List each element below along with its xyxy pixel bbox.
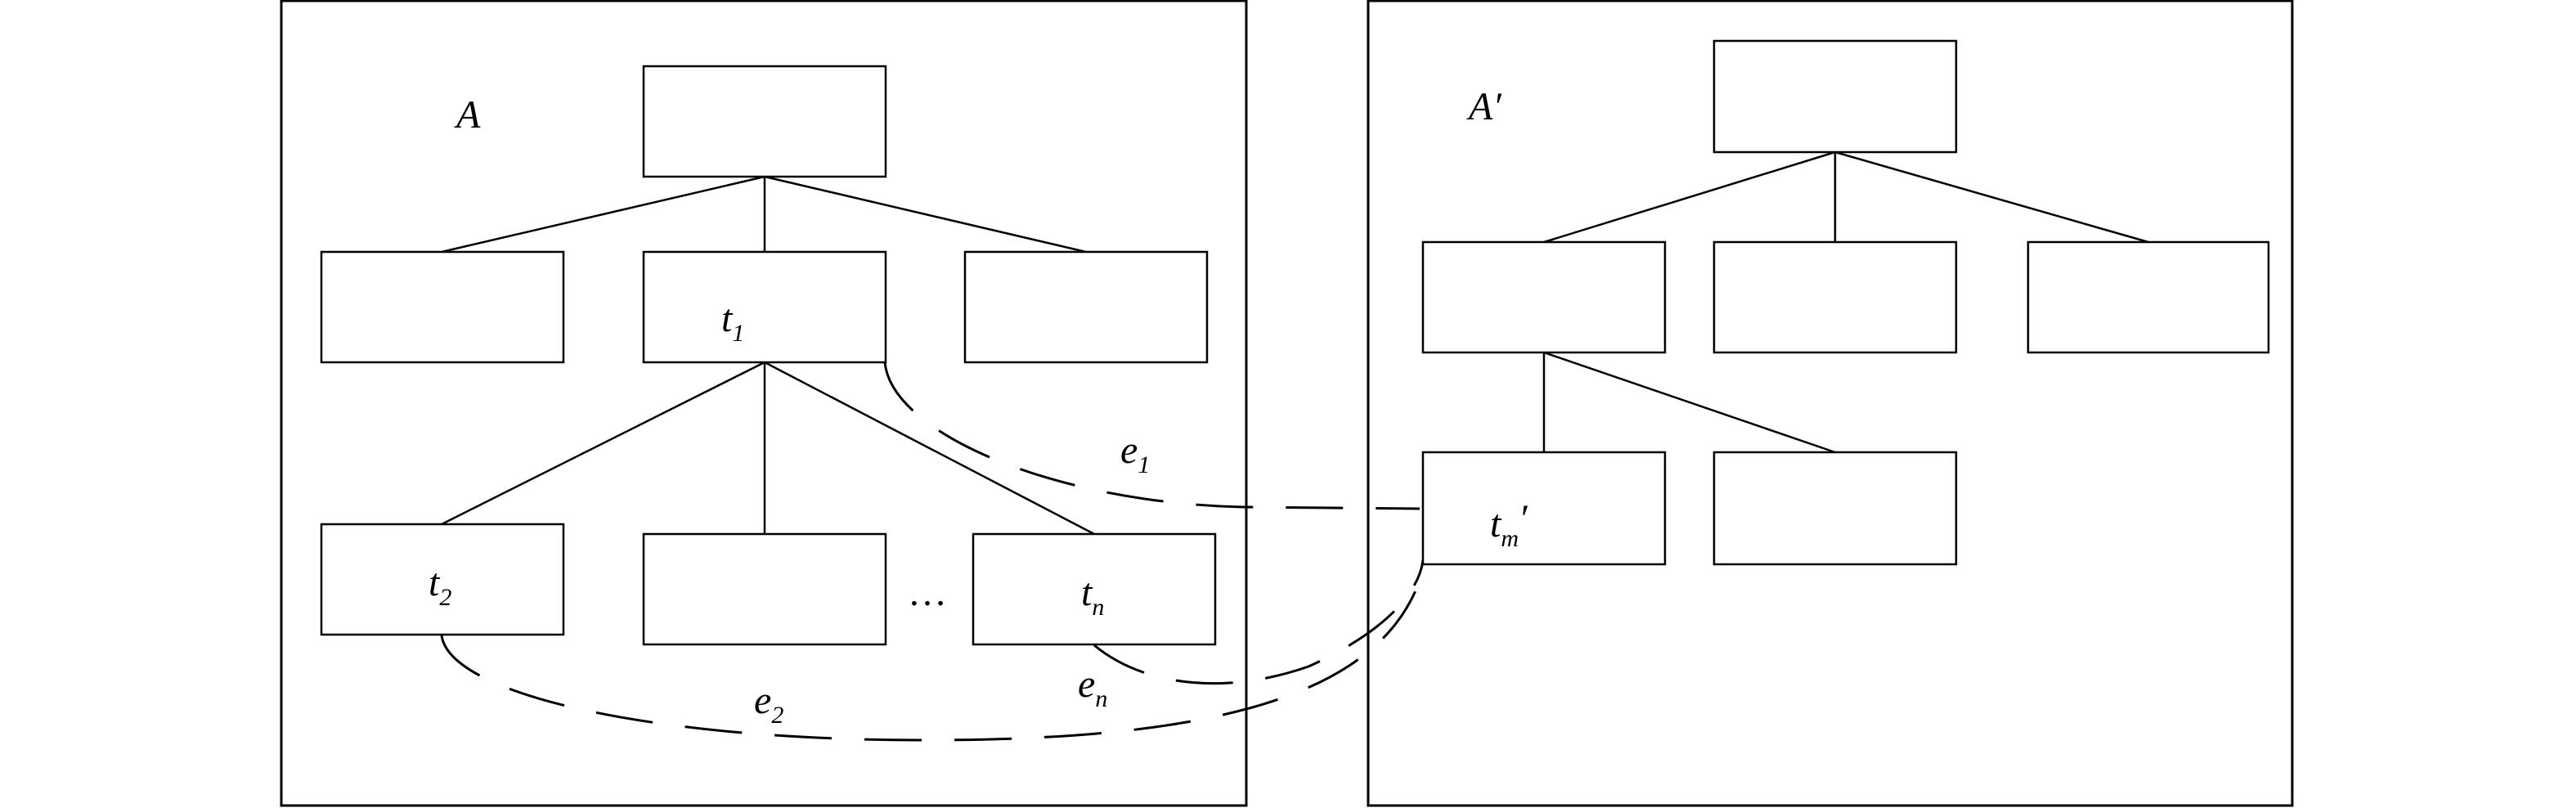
edge-rroot-right — [1834, 150, 2149, 244]
node-tn — [972, 532, 1217, 646]
edge-t1-tn — [764, 361, 1095, 536]
edge-e2-path — [440, 563, 1426, 742]
node-a-prime-root — [1712, 39, 1958, 154]
node-a-left — [320, 250, 565, 364]
node-tm — [1421, 451, 1667, 566]
node-a-prime-left — [1421, 240, 1667, 354]
edge-root-right — [764, 175, 1087, 254]
node-a-right — [963, 250, 1209, 364]
node-a-prime-sibling — [1712, 451, 1958, 566]
edge-t1-t2 — [441, 361, 765, 526]
tn-label: tn — [1081, 571, 1104, 621]
node-a-prime-middle — [1712, 240, 1958, 354]
node-t2 — [320, 523, 565, 636]
en-label: en — [1078, 662, 1107, 712]
ellipsis: … — [908, 571, 947, 614]
edge-root-left — [441, 175, 765, 254]
edge-rroot-left — [1543, 150, 1836, 244]
node-a-root — [642, 65, 887, 178]
node-a-prime-right — [2026, 240, 2270, 354]
graph-a-label: A — [454, 93, 481, 137]
e2-label: e2 — [754, 679, 783, 729]
t1-label: t1 — [721, 297, 744, 347]
edge-rleft-sibling — [1543, 351, 1836, 454]
e1-label: e1 — [1120, 429, 1150, 478]
edge-en-path — [1093, 559, 1425, 685]
graph-a-frame — [280, 0, 1248, 807]
graph-a-prime-label: A′ — [1466, 85, 1502, 128]
edge-e1-path — [883, 361, 1420, 510]
t2-label: t2 — [429, 561, 451, 611]
node-a-middle — [642, 532, 887, 646]
tm-label: tm′ — [1490, 497, 1528, 552]
node-t1 — [642, 250, 887, 364]
graph-a-prime-frame — [1367, 0, 2294, 807]
